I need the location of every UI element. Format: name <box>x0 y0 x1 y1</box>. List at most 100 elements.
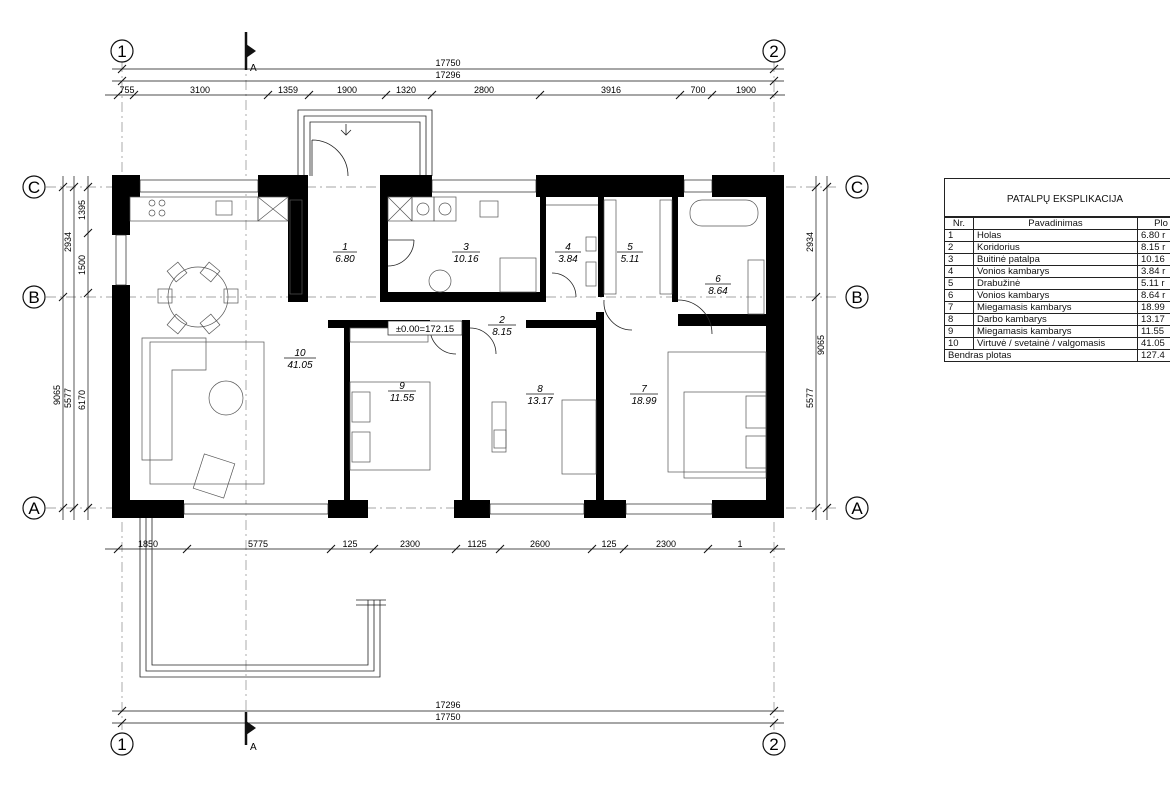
row-area: 3.84 r <box>1137 265 1170 278</box>
row-name: Miegamasis kambarys <box>973 325 1138 338</box>
room-label-8: 8 13.17 <box>526 384 554 407</box>
svg-text:9065: 9065 <box>52 385 62 405</box>
axis-bubble-A-left: A <box>22 496 46 520</box>
svg-text:1: 1 <box>117 42 126 61</box>
room-label-10: 10 41.05 <box>284 348 316 371</box>
row-nr: 1 <box>945 229 974 242</box>
svg-text:1900: 1900 <box>736 85 756 95</box>
svg-text:1: 1 <box>342 242 348 253</box>
entry-porch <box>297 109 433 176</box>
col-area-header: Plo <box>1137 217 1170 230</box>
svg-text:A: A <box>851 499 863 518</box>
svg-text:1125: 1125 <box>467 539 486 549</box>
svg-text:7: 7 <box>641 384 647 395</box>
row-nr: 8 <box>945 313 974 326</box>
svg-text:6170: 6170 <box>77 390 87 410</box>
axis-bubble-C-left: C <box>22 175 46 199</box>
row-area: 10.16 <box>1137 253 1170 266</box>
grid-lines <box>46 60 840 730</box>
row-nr: 3 <box>945 253 974 266</box>
row-nr: 5 <box>945 277 974 290</box>
axis-bubble-2-top: 2 <box>762 39 786 63</box>
svg-text:2: 2 <box>769 42 778 61</box>
svg-text:C: C <box>28 178 40 197</box>
row-nr: 2 <box>945 241 974 254</box>
svg-text:2600: 2600 <box>530 539 550 549</box>
svg-text:A: A <box>250 742 257 753</box>
svg-text:11.55: 11.55 <box>390 393 415 404</box>
svg-text:±0.00=172.15: ±0.00=172.15 <box>396 324 454 335</box>
dimension-texts: 17750 17296 755 3100 1359 1900 1320 2800… <box>52 58 826 722</box>
axis-bubble-B-left: B <box>22 285 46 309</box>
svg-text:4: 4 <box>565 242 571 253</box>
svg-text:B: B <box>851 288 862 307</box>
svg-text:2934: 2934 <box>805 232 815 252</box>
row-area: 13.17 <box>1137 313 1170 326</box>
windows <box>115 179 713 515</box>
row-nr: 6 <box>945 289 974 302</box>
row-area: 5.11 r <box>1137 277 1170 290</box>
row-name: Holas <box>973 229 1138 242</box>
svg-text:3: 3 <box>463 242 469 253</box>
svg-text:17296: 17296 <box>435 700 460 710</box>
terrace <box>139 518 386 678</box>
row-name: Vonios kambarys <box>973 265 1138 278</box>
section-mark-bottom: A <box>244 712 257 753</box>
row-name: Drabužinė <box>973 277 1138 290</box>
row-name: Virtuvė / svetainė / valgomasis <box>973 337 1138 350</box>
svg-text:1900: 1900 <box>337 85 357 95</box>
svg-text:10: 10 <box>294 348 306 359</box>
svg-text:1: 1 <box>737 539 742 549</box>
row-area: 11.55 <box>1137 325 1170 338</box>
room-label-3: 3 10.16 <box>452 242 480 265</box>
axis-bubble-1-top: 1 <box>110 39 134 63</box>
svg-text:8.64: 8.64 <box>708 286 728 297</box>
room-label-7: 7 18.99 <box>630 384 658 407</box>
svg-text:13.17: 13.17 <box>527 396 552 407</box>
svg-text:1850: 1850 <box>138 539 158 549</box>
row-area: 18.99 <box>1137 301 1170 314</box>
svg-text:9: 9 <box>399 381 405 392</box>
total-label: Bendras plotas <box>945 349 1138 361</box>
svg-text:2800: 2800 <box>474 85 494 95</box>
dimension-ticks <box>58 64 832 728</box>
svg-text:A: A <box>28 499 40 518</box>
svg-text:2: 2 <box>498 315 505 326</box>
svg-text:C: C <box>851 178 863 197</box>
total-row: Bendras plotas 127.4 <box>945 349 1170 361</box>
room-label-4: 4 3.84 <box>555 242 581 265</box>
axis-bubble-A-right: A <box>845 496 869 520</box>
room-schedule-title: PATALPŲ EKSPLIKACIJA <box>945 179 1170 217</box>
doors <box>311 139 713 355</box>
svg-text:17296: 17296 <box>435 70 460 80</box>
row-nr: 9 <box>945 325 974 338</box>
col-nr-header: Nr. <box>945 217 974 230</box>
svg-text:1395: 1395 <box>77 200 87 220</box>
room-label-2: 2 8.15 <box>488 315 516 338</box>
svg-text:5.11: 5.11 <box>621 254 640 265</box>
svg-text:1: 1 <box>117 735 126 754</box>
svg-text:9065: 9065 <box>816 335 826 355</box>
furniture <box>129 196 767 499</box>
svg-text:B: B <box>28 288 39 307</box>
room-label-9: 9 11.55 <box>388 381 416 404</box>
svg-text:5775: 5775 <box>248 539 268 549</box>
svg-text:5: 5 <box>627 242 633 253</box>
level-mark: ±0.00=172.15 <box>387 320 463 336</box>
room-label-5: 5 5.11 <box>617 242 643 265</box>
row-nr: 7 <box>945 301 974 314</box>
axis-bubble-1-bottom: 1 <box>110 732 134 756</box>
exterior-walls <box>112 175 784 518</box>
table-header-row: Nr. Pavadinimas Plo <box>945 217 1170 230</box>
room-label-6: 6 8.64 <box>705 274 731 297</box>
room-label-1: 1 6.80 <box>333 242 357 265</box>
row-name: Miegamasis kambarys <box>973 301 1138 314</box>
row-area: 6.80 r <box>1137 229 1170 242</box>
